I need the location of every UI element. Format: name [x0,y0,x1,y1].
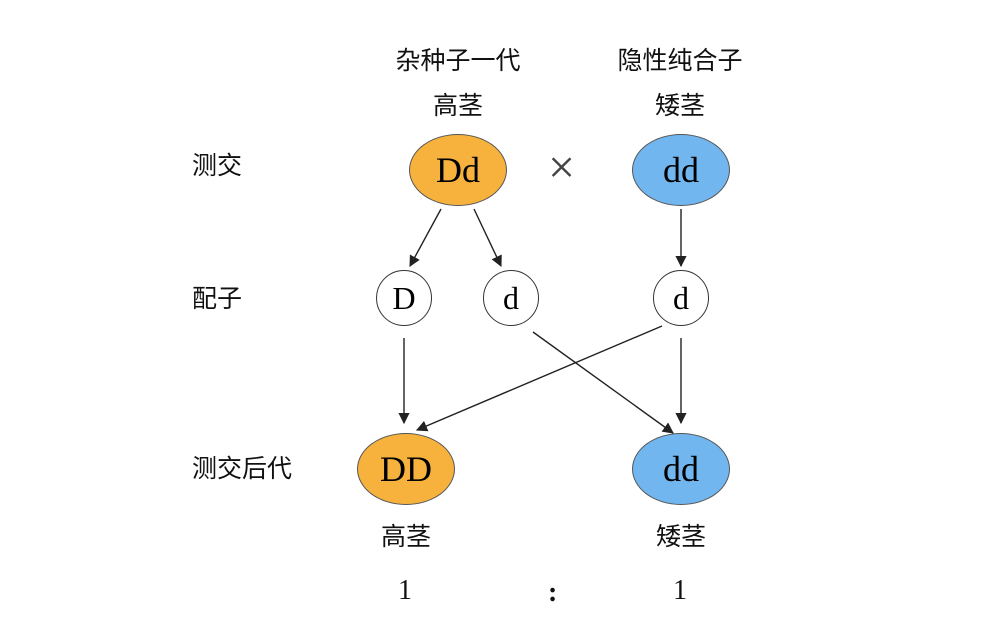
arrow-Dd-to-D [409,208,442,267]
parent-left-phenotype: 高茎 [432,91,484,120]
offspring-DD: DD [357,433,455,505]
offspring-dd-phenotype: 矮茎 [655,522,707,551]
parent-right-genotype: dd [632,134,730,206]
parent-right-title: 隐性纯合子 [617,46,743,75]
parent-left-genotype: Dd [409,134,507,206]
ratio-right: 1 [673,575,687,606]
row-label-offspring: 测交后代 [192,454,293,483]
parent-left-title: 杂种子一代 [395,46,521,75]
gamete-d-right: d [653,270,709,326]
offspring-dd: dd [632,433,730,505]
row-label-cross: 测交 [192,151,243,180]
gamete-d-left: d [483,270,539,326]
ratio-separator: : [548,577,558,608]
parent-right-phenotype: 矮茎 [654,91,706,120]
arrow-Dd-to-d [473,208,502,268]
offspring-DD-phenotype: 高茎 [380,522,432,551]
row-label-gametes: 配子 [192,284,243,313]
cross-symbol: × [548,141,576,194]
ratio-left: 1 [398,575,412,606]
arrow-d-to-dd [532,331,674,434]
arrow-d2-to-DD [415,325,663,432]
gamete-D: D [376,270,432,326]
